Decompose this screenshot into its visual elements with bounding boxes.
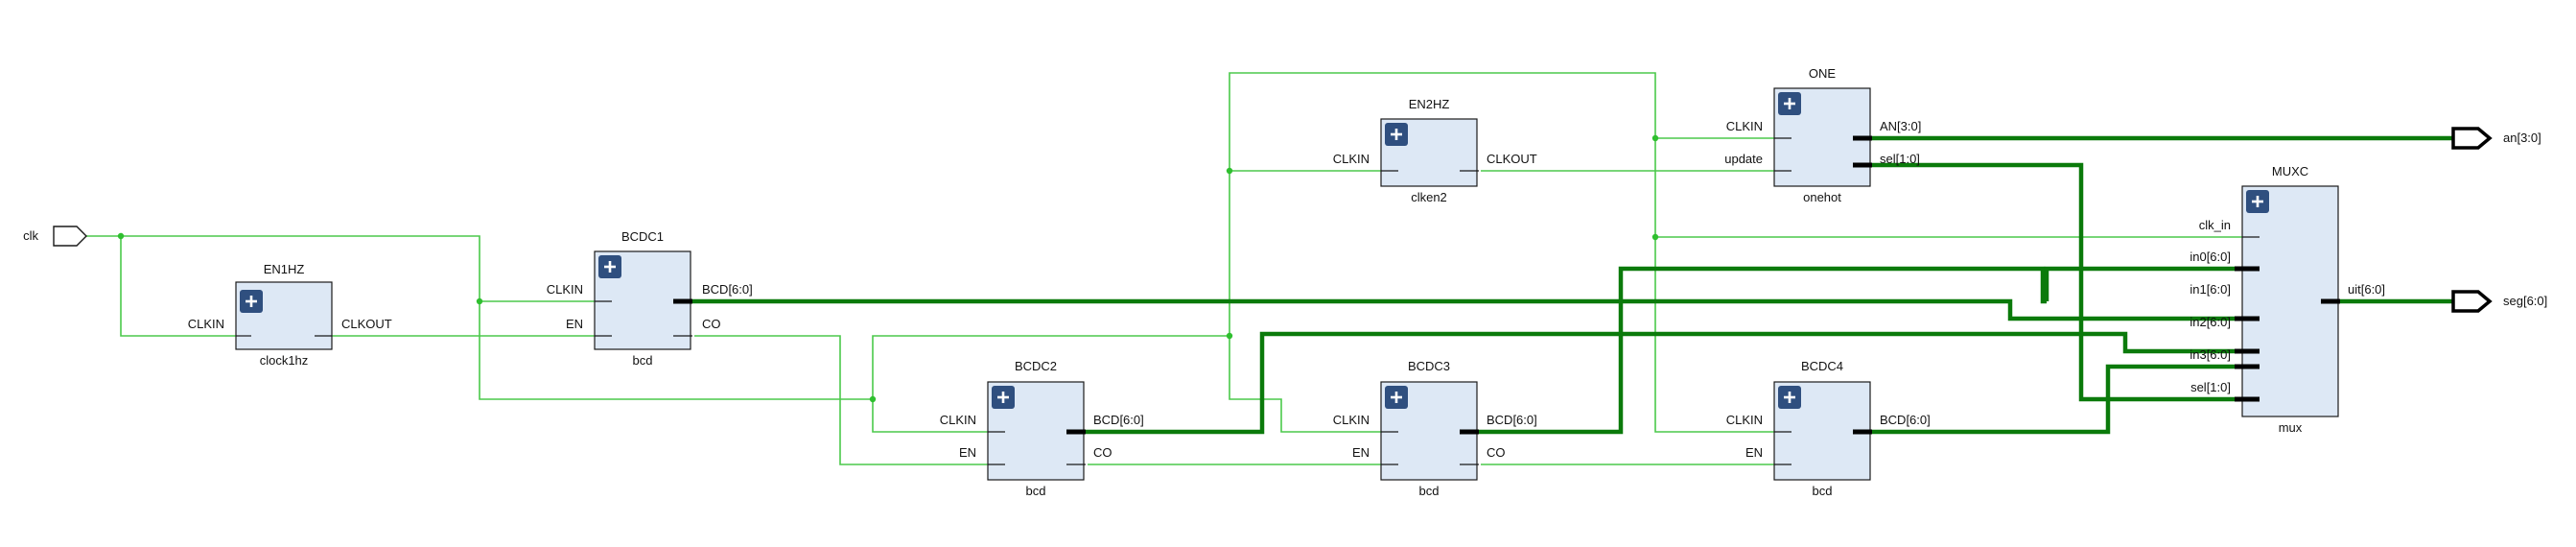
block-instance-label: EN2HZ	[1409, 97, 1450, 111]
pin-label: EN	[566, 317, 583, 331]
block-bcdc2[interactable]: BCDC2 CLKIN EN BCD[6:0] CO bcd	[940, 359, 1144, 498]
pin-label: CLKIN	[1333, 152, 1370, 166]
junction	[1226, 332, 1233, 340]
port-seg[interactable]: seg[6:0]	[2451, 290, 2547, 313]
pin-label: BCD[6:0]	[1880, 413, 1931, 427]
block-bcdc4[interactable]: BCDC4 CLKIN EN BCD[6:0] bcd	[1726, 359, 1931, 498]
bus-bcdc2[interactable]	[1068, 331, 2246, 435]
block-cell-label: bcd	[1419, 484, 1440, 498]
bus-wires	[675, 135, 2453, 435]
block-instance-label: BCDC3	[1408, 359, 1450, 373]
pin-label: sel[1:0]	[1880, 152, 1920, 166]
expand-icon[interactable]	[1385, 386, 1408, 409]
pin-label: CLKIN	[1333, 413, 1370, 427]
pin-label: CO	[702, 317, 721, 331]
junction	[476, 297, 483, 305]
junction	[117, 232, 125, 240]
pin-label: BCD[6:0]	[1093, 413, 1144, 427]
block-cell-label: clock1hz	[260, 353, 309, 368]
wire-bcdc2-clkin[interactable]	[872, 399, 1005, 433]
pin-label: uit[6:0]	[2348, 282, 2385, 297]
port-seg-label: seg[6:0]	[2503, 294, 2547, 308]
pin-label: sel[1:0]	[2190, 380, 2231, 394]
block-cell-label: bcd	[1813, 484, 1833, 498]
wire-clk[interactable]	[79, 235, 251, 337]
wire-bcdc3-clkin[interactable]	[1229, 336, 1398, 433]
block-cell-label: mux	[2279, 420, 2303, 435]
block-cell-label: bcd	[1026, 484, 1046, 498]
block-instance-label: BCDC2	[1015, 359, 1057, 373]
junction-dots	[117, 134, 1659, 403]
pin-label: CLKIN	[940, 413, 976, 427]
block-instance-label: ONE	[1809, 66, 1837, 81]
block-cell-label: onehot	[1803, 190, 1841, 204]
output-port-icon	[2451, 127, 2493, 150]
expand-icon[interactable]	[1778, 92, 1801, 115]
pin-label: EN	[959, 445, 976, 460]
pin-label: CLKIN	[1726, 413, 1763, 427]
port-an[interactable]: an[3:0]	[2451, 127, 2541, 150]
output-port-icon	[2451, 290, 2493, 313]
pin-label: CO	[1487, 445, 1506, 460]
wire-bcdc4-clkin[interactable]	[1654, 138, 1791, 433]
pin-label: clk_in	[2199, 218, 2231, 232]
block-muxc[interactable]: MUXC clk_in in0[6:0] in1[6:0] in2[6:0] i…	[2190, 164, 2385, 435]
expand-icon[interactable]	[1778, 386, 1801, 409]
pin-label: in3[6:0]	[2190, 347, 2231, 362]
block-instance-label: EN1HZ	[264, 262, 305, 276]
block-bcdc3[interactable]: BCDC3 CLKIN EN BCD[6:0] CO bcd	[1333, 359, 1537, 498]
junction	[1651, 134, 1659, 142]
expand-icon[interactable]	[1385, 123, 1408, 146]
block-instance-label: BCDC4	[1801, 359, 1843, 373]
pin-label: CLKIN	[547, 282, 583, 297]
pin-label: CLKOUT	[341, 317, 392, 331]
wire-clk-bus[interactable]	[121, 235, 873, 400]
pin-label: EN	[1745, 445, 1763, 460]
pin-label: EN	[1352, 445, 1370, 460]
junction	[1651, 233, 1659, 241]
block-instance-label: MUXC	[2272, 164, 2308, 178]
pin-label: CLKOUT	[1487, 152, 1537, 166]
pin-label: CO	[1093, 445, 1112, 460]
bus-bcdc1[interactable]	[675, 298, 2246, 321]
junction	[1226, 167, 1233, 175]
pin-label: update	[1724, 152, 1763, 166]
input-port-icon	[53, 226, 87, 247]
pin-label: in0[6:0]	[2190, 250, 2231, 264]
wire-bcdc1-co[interactable]	[694, 335, 1005, 465]
bus-bcdc3b[interactable]	[2044, 266, 2246, 301]
pin-label: in2[6:0]	[2190, 315, 2231, 329]
pin-label: CLKIN	[188, 317, 224, 331]
pin-label: BCD[6:0]	[1487, 413, 1537, 427]
expand-icon[interactable]	[992, 386, 1015, 409]
bus-sel[interactable]	[1864, 162, 2246, 402]
expand-icon[interactable]	[598, 255, 621, 278]
pin-label: in1[6:0]	[2190, 282, 2231, 297]
block-cell-label: bcd	[633, 353, 653, 368]
expand-icon[interactable]	[240, 290, 263, 313]
port-clk[interactable]: clk	[23, 226, 87, 247]
block-one[interactable]: ONE CLKIN update AN[3:0] sel[1:0] onehot	[1724, 66, 1921, 204]
junction	[869, 395, 877, 403]
block-cell-label: clken2	[1411, 190, 1447, 204]
bus-bcdc3[interactable]	[1462, 266, 2047, 435]
block-instance-label: BCDC1	[621, 229, 664, 244]
block-bcdc1[interactable]: BCDC1 CLKIN EN BCD[6:0] CO bcd	[547, 229, 753, 368]
port-an-label: an[3:0]	[2503, 131, 2541, 145]
pin-label: BCD[6:0]	[702, 282, 753, 297]
block-en2hz[interactable]: EN2HZ CLKIN CLKOUT clken2	[1333, 97, 1537, 204]
pin-label: CLKIN	[1726, 119, 1763, 133]
block-en1hz[interactable]: EN1HZ CLKIN CLKOUT clock1hz	[188, 262, 392, 368]
pin-label: AN[3:0]	[1880, 119, 1921, 133]
expand-icon[interactable]	[2246, 190, 2269, 213]
port-clk-label: clk	[23, 228, 38, 243]
